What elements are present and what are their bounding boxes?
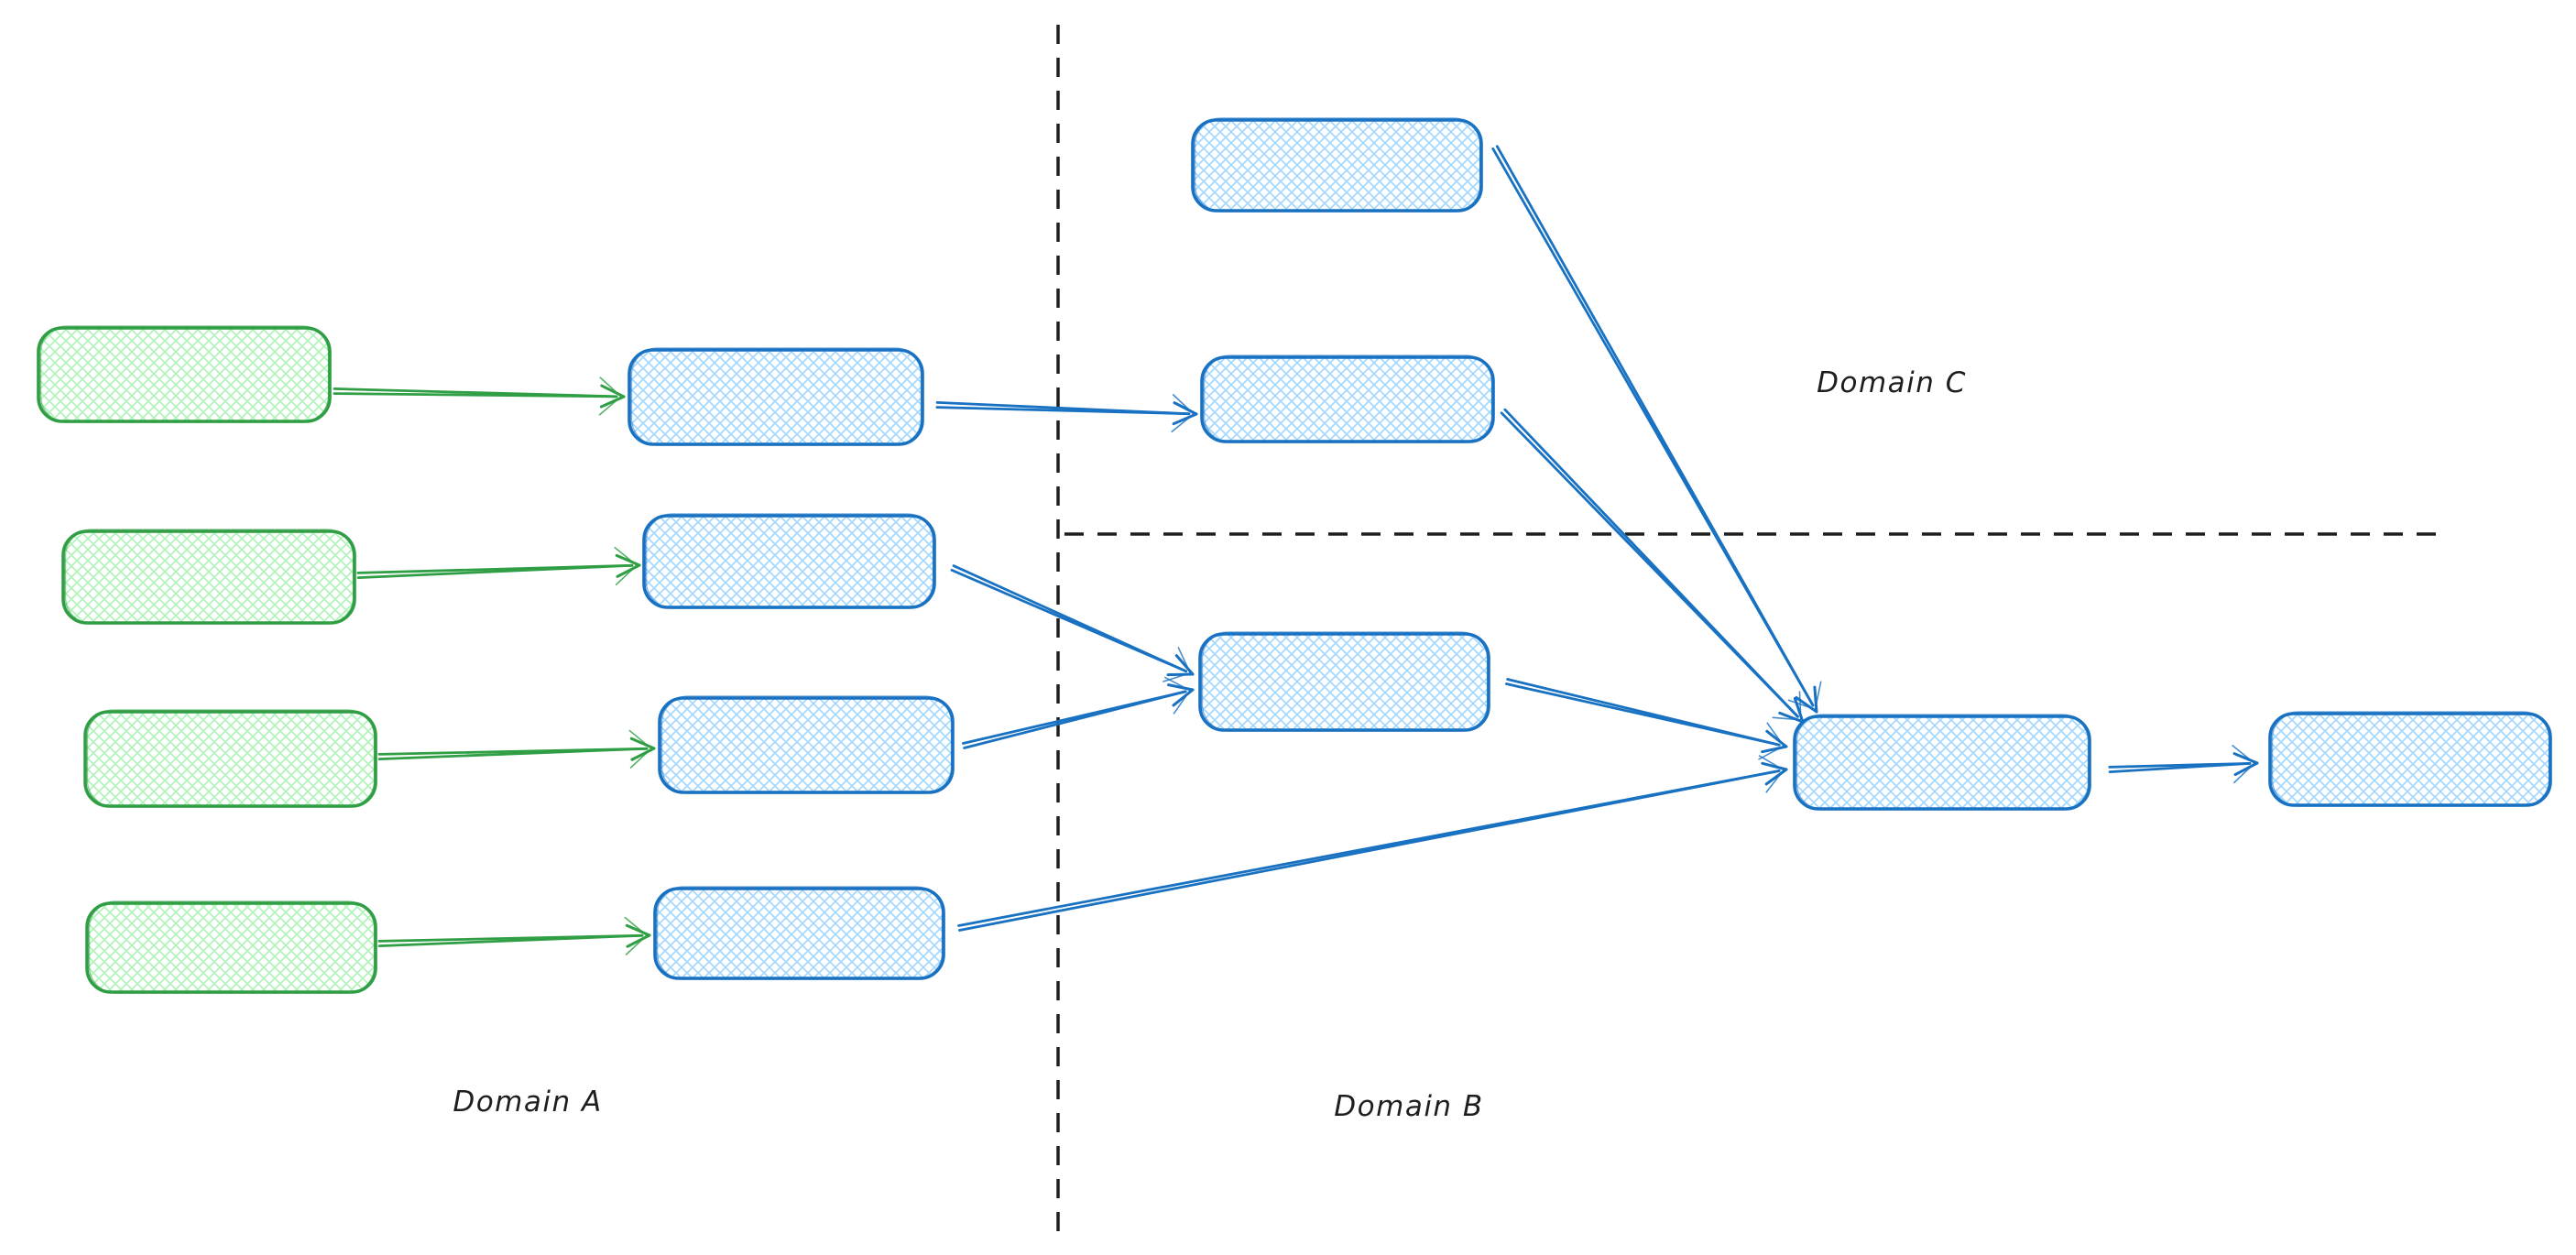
edge-b-middle-to-converge <box>1505 678 1788 760</box>
domain-c-label: Domain C <box>1817 366 1967 399</box>
node-blue-b-middle <box>1198 631 1490 732</box>
edge-c-top-to-converge <box>1491 145 1822 714</box>
node-blue-a1 <box>628 347 924 446</box>
node-blue-c-top <box>1191 117 1483 213</box>
node-blue-a3 <box>658 695 955 794</box>
domain-a-label: Domain A <box>453 1086 603 1119</box>
node-blue-c-row <box>1200 355 1495 443</box>
edge-a1-to-c-row <box>935 394 1198 433</box>
edge-green-3 <box>377 729 656 769</box>
node-green-4 <box>85 900 377 994</box>
domain-b-label: Domain B <box>1334 1090 1484 1123</box>
edge-c-row-to-converge <box>1500 408 1805 724</box>
node-blue-b-converge <box>1793 714 2091 811</box>
edge-green-4 <box>377 916 651 955</box>
node-green-2 <box>61 529 356 625</box>
edge-a2-to-b-middle <box>950 564 1195 682</box>
node-green-3 <box>83 709 377 808</box>
edge-a4-to-converge <box>957 755 1788 932</box>
node-blue-a2 <box>642 513 936 609</box>
node-green-1 <box>37 325 332 423</box>
edge-green-1 <box>333 376 626 416</box>
node-blue-a4 <box>653 886 945 980</box>
edge-converge-to-final <box>2108 745 2259 784</box>
node-blue-b-final <box>2268 711 2552 807</box>
edge-a3-to-b-middle <box>961 676 1195 749</box>
edge-green-2 <box>356 546 641 585</box>
